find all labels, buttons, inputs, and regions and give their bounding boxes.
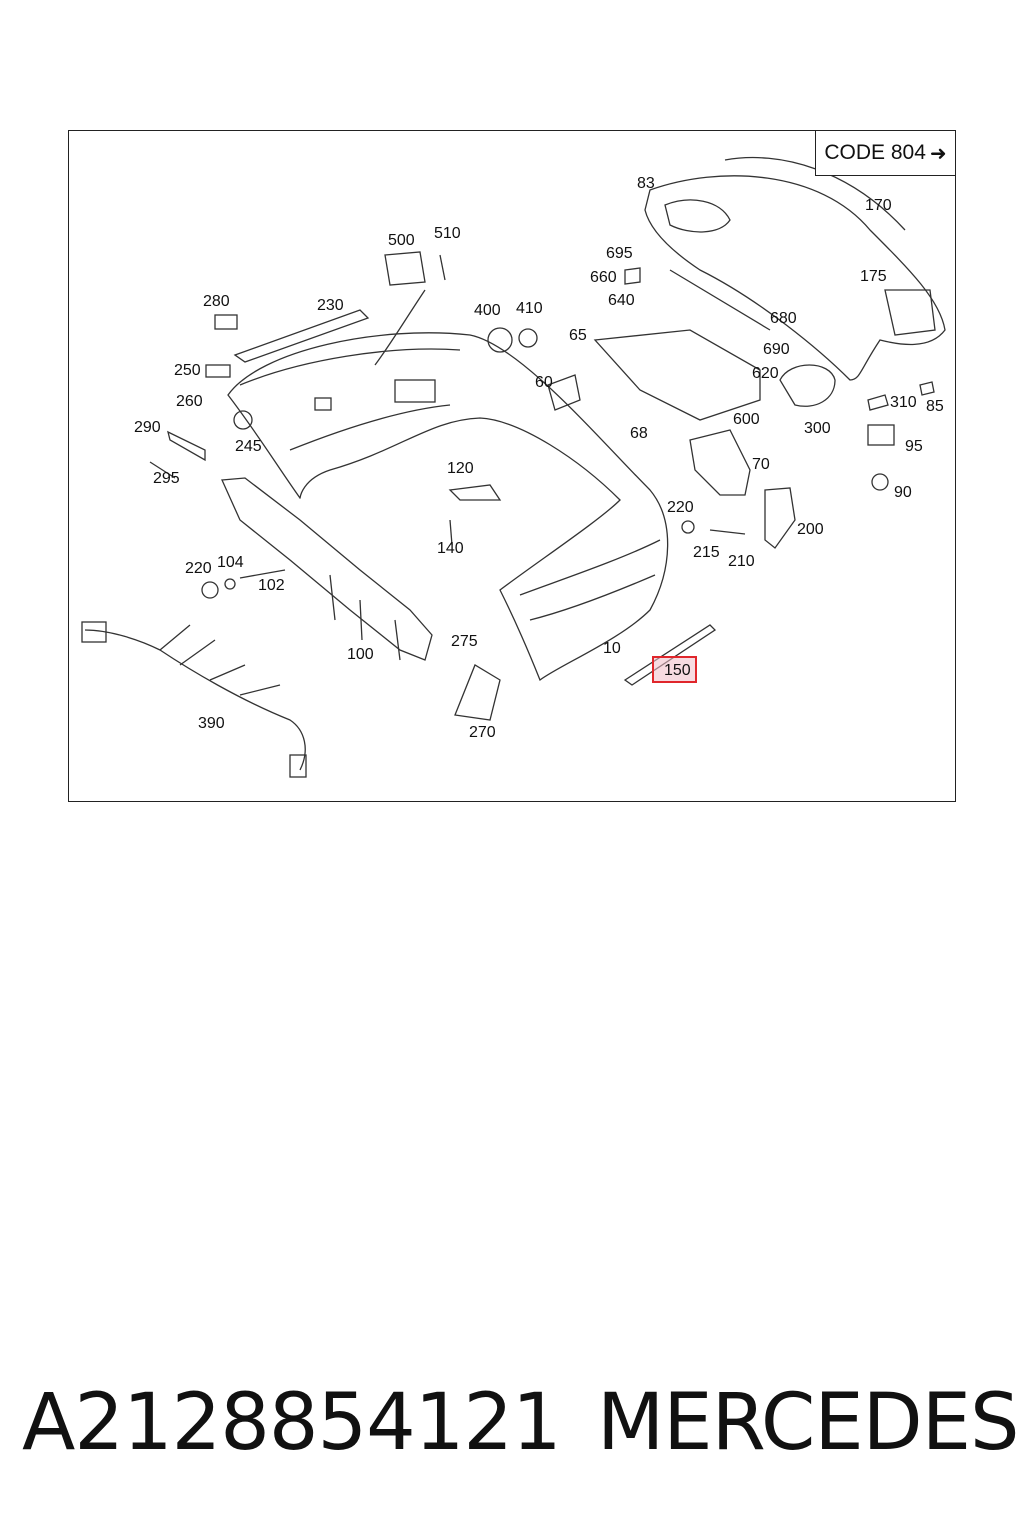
callout-230: 230	[317, 297, 344, 314]
code-box: CODE 804 ➜	[815, 130, 956, 176]
callout-150-highlighted[interactable]: 150	[652, 656, 697, 683]
callout-83: 83	[637, 175, 655, 192]
callout-170: 170	[865, 197, 892, 214]
callout-275: 275	[451, 633, 478, 650]
callout-310: 310	[890, 394, 917, 411]
callout-245: 245	[235, 438, 262, 455]
callout-250: 250	[174, 362, 201, 379]
callout-100: 100	[347, 646, 374, 663]
callout-220-right: 220	[667, 499, 694, 516]
arrow-right-icon: ➜	[929, 142, 947, 165]
diagram-frame	[68, 130, 956, 802]
callout-70: 70	[752, 456, 770, 473]
callout-400: 400	[474, 302, 501, 319]
code-label: CODE 804	[824, 141, 926, 164]
wiring-harness	[84, 629, 306, 771]
callout-410: 410	[516, 300, 543, 317]
impact-bar-outline	[221, 477, 433, 661]
callout-300: 300	[804, 420, 831, 437]
part-number: A2128854121	[22, 1378, 562, 1468]
callout-695: 695	[606, 245, 633, 262]
callout-510: 510	[434, 225, 461, 242]
callout-60: 60	[535, 374, 553, 391]
callout-680: 680	[770, 310, 797, 327]
diffuser-outline	[644, 175, 946, 381]
callout-390: 390	[198, 715, 225, 732]
callout-68: 68	[630, 425, 648, 442]
callout-690: 690	[763, 341, 790, 358]
callout-295: 295	[153, 470, 180, 487]
callout-260: 260	[176, 393, 203, 410]
callout-85: 85	[926, 398, 944, 415]
callout-175: 175	[860, 268, 887, 285]
callout-102: 102	[258, 577, 285, 594]
callout-140: 140	[437, 540, 464, 557]
callout-120: 120	[447, 460, 474, 477]
callout-95: 95	[905, 438, 923, 455]
callout-270: 270	[469, 724, 496, 741]
bumper-cover-outline	[227, 332, 669, 682]
callout-200: 200	[797, 521, 824, 538]
callout-220-left: 220	[185, 560, 212, 577]
callout-640: 640	[608, 292, 635, 309]
callout-215: 215	[693, 544, 720, 561]
callout-620: 620	[752, 365, 779, 382]
callout-10: 10	[603, 640, 621, 657]
callout-500: 500	[388, 232, 415, 249]
callout-280: 280	[203, 293, 230, 310]
callout-600: 600	[733, 411, 760, 428]
callout-210: 210	[728, 553, 755, 570]
callout-290: 290	[134, 419, 161, 436]
callout-104: 104	[217, 554, 244, 571]
callout-660: 660	[590, 269, 617, 286]
brand-name: MERCEDES	[597, 1378, 1019, 1468]
callout-65: 65	[569, 327, 587, 344]
callout-90: 90	[894, 484, 912, 501]
